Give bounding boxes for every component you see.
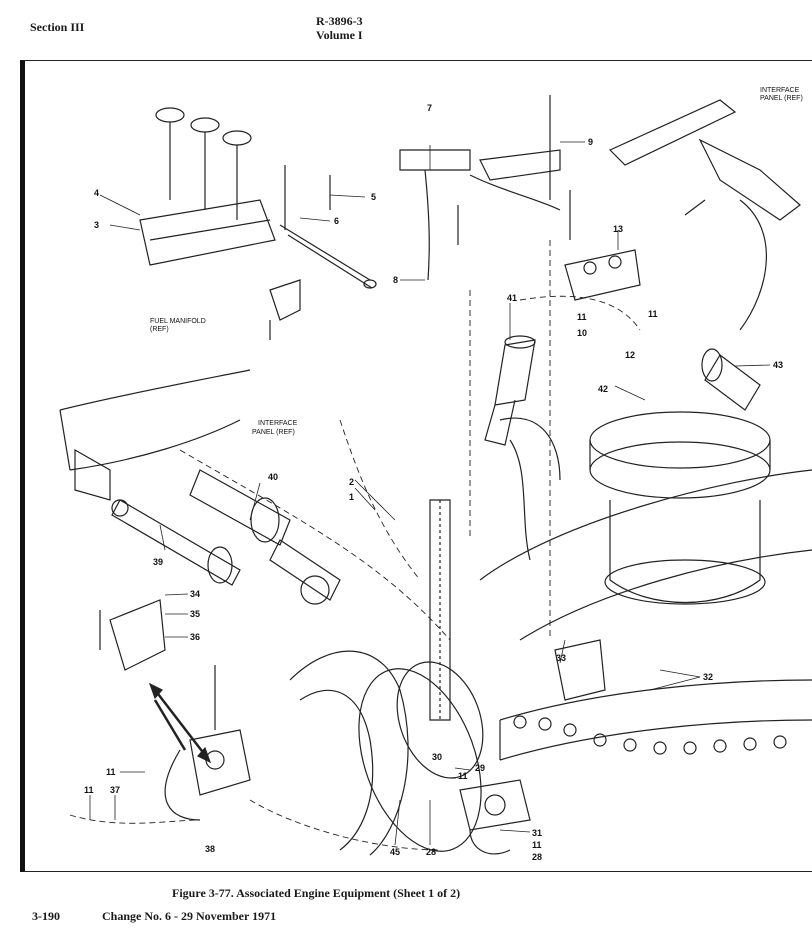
callout-28-right: 28 xyxy=(532,852,542,862)
callout-11-upper-left: 11 xyxy=(577,312,587,322)
callout-30: 30 xyxy=(432,752,442,762)
callout-33: 33 xyxy=(556,653,566,663)
callout-numbers: 1 2 3 4 5 6 7 8 9 10 11 11 12 13 28 28 2… xyxy=(84,103,783,862)
center-bracket-assembly xyxy=(399,95,571,281)
actuator-43 xyxy=(701,348,761,411)
callout-29: 29 xyxy=(475,763,485,773)
callout-40: 40 xyxy=(268,472,278,482)
callout-6: 6 xyxy=(334,216,339,226)
actuator-40 xyxy=(189,469,341,605)
callout-8: 8 xyxy=(393,275,398,285)
callout-12: 12 xyxy=(625,350,635,360)
ref-interface-panel-top-line2: PANEL (REF) xyxy=(760,95,803,102)
callout-1: 1 xyxy=(349,492,354,502)
callout-11-center: 11 xyxy=(458,771,468,781)
gimbal-thrust-frame xyxy=(499,411,771,605)
callout-42: 42 xyxy=(598,384,608,394)
callout-5: 5 xyxy=(371,192,376,202)
document-header: R-3896-3 Volume I xyxy=(316,14,363,42)
actuator-39 xyxy=(111,499,241,586)
interface-panel-top xyxy=(608,99,801,331)
callout-39: 39 xyxy=(153,557,163,567)
callout-11-left: 11 xyxy=(106,767,116,777)
callout-41: 41 xyxy=(507,293,517,303)
dashed-harness-lines xyxy=(69,240,641,851)
component-38 xyxy=(153,665,251,821)
callout-11-far-left: 11 xyxy=(84,785,94,795)
component-31 xyxy=(459,779,531,855)
callout-28-left: 28 xyxy=(426,847,436,857)
callout-2: 2 xyxy=(349,477,354,487)
callout-37: 37 xyxy=(110,785,120,795)
leader-lines xyxy=(89,141,771,846)
callout-7: 7 xyxy=(427,103,432,113)
ring-bolts xyxy=(513,715,787,755)
callout-35: 35 xyxy=(190,609,200,619)
fuel-manifold-bracket-assembly xyxy=(139,107,377,340)
callout-4: 4 xyxy=(94,188,99,198)
callout-36: 36 xyxy=(190,632,200,642)
callout-13: 13 xyxy=(613,224,623,234)
callout-31: 31 xyxy=(532,828,542,838)
ref-fuel-manifold-line2: (REF) xyxy=(150,326,169,333)
figure-caption: Figure 3-77. Associated Engine Equipment… xyxy=(172,886,461,900)
change-notice: Change No. 6 - 29 November 1971 xyxy=(102,909,277,923)
ref-interface-panel-left-line2: PANEL (REF) xyxy=(252,429,295,436)
callout-32: 32 xyxy=(703,672,713,682)
callout-43: 43 xyxy=(773,360,783,370)
callout-11-upper-right: 11 xyxy=(648,309,658,319)
section-label: Section III xyxy=(30,20,85,34)
figure-frame xyxy=(20,60,812,872)
callout-9: 9 xyxy=(588,137,593,147)
ref-fuel-manifold-line1: FUEL MANIFOLD xyxy=(150,318,206,325)
callout-38: 38 xyxy=(205,844,215,854)
ref-interface-panel-top-line1: INTERFACE xyxy=(760,87,800,94)
vertical-bolt-column xyxy=(429,499,451,721)
callout-34: 34 xyxy=(190,589,200,599)
callout-45: 45 xyxy=(390,847,400,857)
volume-label: Volume I xyxy=(316,28,363,42)
callout-3: 3 xyxy=(94,220,99,230)
manifold-ring xyxy=(479,469,812,761)
callout-11-lower-right: 11 xyxy=(532,840,542,850)
double-arrow xyxy=(148,682,212,764)
callout-10: 10 xyxy=(577,328,587,338)
actuator-41 xyxy=(484,335,536,446)
interface-panel-left xyxy=(59,369,251,501)
block-13 xyxy=(564,249,641,301)
document-number: R-3896-3 xyxy=(316,14,363,28)
page-number: 3-190 xyxy=(32,909,60,923)
nozzle-flange-45 xyxy=(289,650,484,856)
bracket-33 xyxy=(554,639,606,701)
ref-interface-panel-left-line1: INTERFACE xyxy=(258,420,298,427)
bracket-36 xyxy=(99,599,166,671)
